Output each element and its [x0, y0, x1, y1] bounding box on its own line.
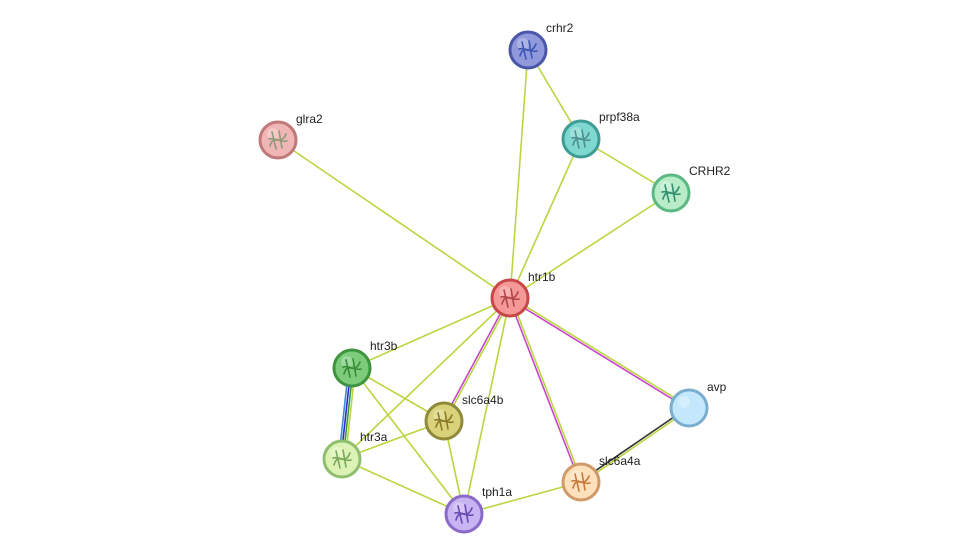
edge-CRHR2-htr1b — [509, 192, 672, 299]
node-label: CRHR2 — [689, 164, 731, 178]
protein-structure-icon — [268, 130, 288, 150]
node-label: slc6a4b — [462, 393, 504, 407]
edge-line — [509, 138, 582, 299]
protein-structure-icon — [571, 472, 591, 492]
node-label: slc6a4a — [599, 454, 641, 468]
node-circle[interactable] — [669, 388, 709, 428]
node-label: htr3a — [360, 430, 388, 444]
edge-htr3a-tph1a — [341, 458, 465, 515]
edge-line — [341, 297, 511, 460]
node-label: prpf38a — [599, 110, 640, 124]
edge-line — [463, 481, 582, 515]
protein-structure-icon — [434, 411, 454, 431]
edges-layer — [277, 49, 691, 515]
node-htr3b[interactable]: htr3b — [332, 339, 398, 388]
edge-prpf38a-htr1b — [509, 138, 582, 299]
node-glra2[interactable]: glra2 — [258, 112, 323, 160]
node-crhr2[interactable]: crhr2 — [508, 21, 574, 70]
edge-glra2-htr1b — [277, 139, 511, 299]
edge-line — [509, 49, 529, 299]
edge-line — [509, 298, 689, 410]
node-htr1b[interactable]: htr1b — [490, 270, 556, 318]
edge-htr1b-htr3b — [351, 297, 511, 369]
edge-htr1b-tph1a — [463, 297, 511, 515]
node-tph1a[interactable]: tph1a — [444, 485, 512, 534]
protein-structure-icon — [332, 449, 352, 469]
edge-htr1b-slc6a4a — [508, 297, 583, 483]
edge-line — [351, 297, 511, 369]
edge-line — [510, 296, 690, 408]
node-slc6a4a[interactable]: slc6a4a — [561, 454, 641, 502]
node-label: glra2 — [296, 112, 323, 126]
node-slc6a4b[interactable]: slc6a4b — [424, 393, 504, 441]
edge-line — [463, 297, 511, 515]
edge-line — [351, 367, 465, 515]
protein-structure-icon — [454, 504, 474, 524]
protein-structure-icon — [518, 40, 538, 60]
edge-line — [341, 458, 465, 515]
edge-line — [510, 297, 583, 482]
node-label: avp — [707, 380, 727, 394]
edge-line — [579, 406, 689, 482]
edge-line — [444, 298, 512, 422]
edge-htr3b-tph1a — [351, 367, 465, 515]
protein-structure-icon — [342, 358, 362, 378]
protein-structure-icon — [661, 183, 681, 203]
node-label: tph1a — [482, 485, 512, 499]
edge-line — [509, 192, 672, 299]
node-highlight — [678, 396, 690, 408]
protein-structure-icon — [500, 288, 520, 308]
edge-htr1b-slc6a4b — [442, 297, 512, 422]
edge-line — [442, 297, 510, 421]
edge-line — [581, 408, 691, 484]
edge-crhr2-htr1b — [509, 49, 529, 299]
edge-avp-slc6a4a — [579, 406, 691, 484]
edge-line — [277, 139, 511, 299]
node-htr3a[interactable]: htr3a — [322, 430, 388, 479]
protein-structure-icon — [571, 129, 591, 149]
edge-htr1b-avp — [509, 296, 690, 410]
node-CRHR2[interactable]: CRHR2 — [651, 164, 731, 213]
edge-htr1b-htr3a — [341, 297, 511, 460]
node-avp[interactable]: avp — [669, 380, 727, 428]
node-label: htr3b — [370, 339, 398, 353]
node-label: htr1b — [528, 270, 556, 284]
edge-line — [508, 298, 581, 483]
node-label: crhr2 — [546, 21, 574, 35]
edge-tph1a-slc6a4a — [463, 481, 582, 515]
node-prpf38a[interactable]: prpf38a — [561, 110, 640, 159]
